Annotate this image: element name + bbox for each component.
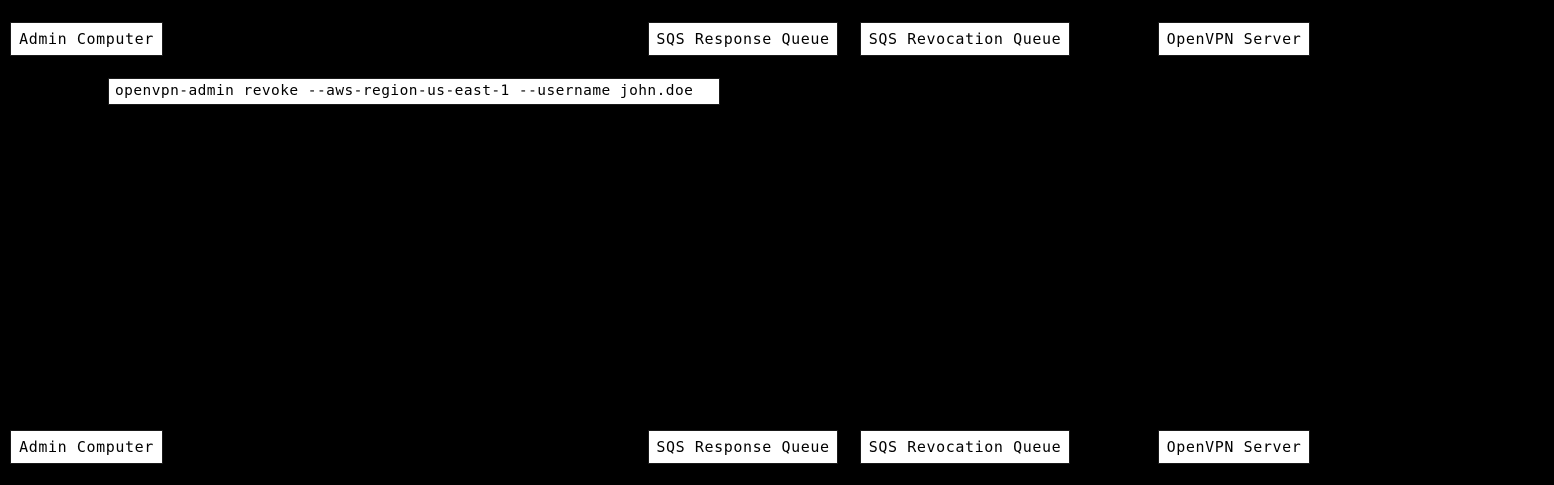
participant-openvpn-server-bottom[interactable]: OpenVPN Server bbox=[1158, 430, 1310, 464]
participant-sqs-revocation-queue-top[interactable]: SQS Revocation Queue bbox=[860, 22, 1070, 56]
participant-label: SQS Revocation Queue bbox=[868, 437, 1062, 456]
lifeline-sqs-revocation-queue bbox=[965, 56, 966, 430]
participant-openvpn-server-top[interactable]: OpenVPN Server bbox=[1158, 22, 1310, 56]
lifeline-openvpn-server bbox=[1234, 56, 1235, 430]
note-text: openvpn-admin revoke --aws-region-us-eas… bbox=[115, 83, 694, 100]
participant-admin-computer-bottom[interactable]: Admin Computer bbox=[10, 430, 163, 464]
participant-label: OpenVPN Server bbox=[1166, 29, 1302, 48]
participant-label: OpenVPN Server bbox=[1166, 437, 1302, 456]
participant-sqs-response-queue-bottom[interactable]: SQS Response Queue bbox=[648, 430, 838, 464]
participant-label: SQS Response Queue bbox=[656, 29, 830, 48]
participant-label: SQS Revocation Queue bbox=[868, 29, 1062, 48]
participant-sqs-response-queue-top[interactable]: SQS Response Queue bbox=[648, 22, 838, 56]
lifeline-admin-computer bbox=[86, 56, 87, 430]
participant-sqs-revocation-queue-bottom[interactable]: SQS Revocation Queue bbox=[860, 430, 1070, 464]
lifeline-sqs-response-queue bbox=[743, 56, 744, 430]
participant-admin-computer-top[interactable]: Admin Computer bbox=[10, 22, 163, 56]
note-revoke-command[interactable]: openvpn-admin revoke --aws-region-us-eas… bbox=[108, 78, 720, 105]
participant-label: Admin Computer bbox=[19, 437, 154, 456]
participant-label: Admin Computer bbox=[19, 29, 154, 48]
participant-label: SQS Response Queue bbox=[656, 437, 830, 456]
